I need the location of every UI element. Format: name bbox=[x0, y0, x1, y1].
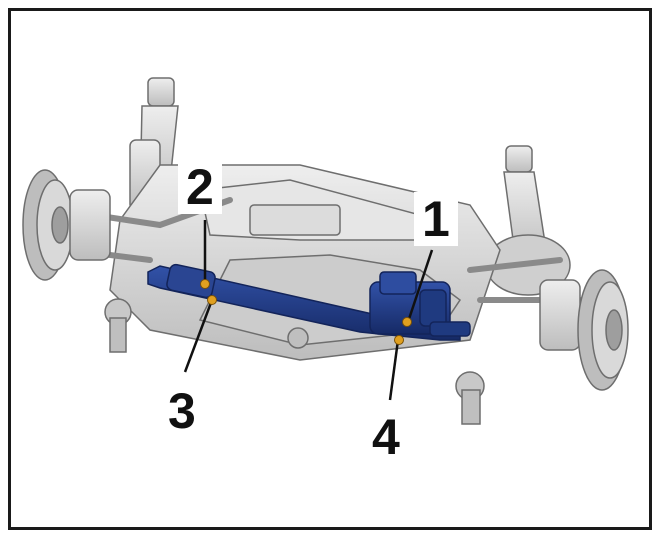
leader-lines bbox=[183, 220, 434, 401]
leader-line-4 bbox=[388, 339, 400, 401]
callout-label-4: 4 bbox=[372, 409, 400, 465]
leader-line-3 bbox=[183, 299, 214, 373]
callout-label-2: 2 bbox=[178, 160, 222, 214]
right-wheel-hub bbox=[539, 269, 629, 391]
callout-label-1: 1 bbox=[414, 192, 458, 246]
left-wheel-hub bbox=[22, 169, 111, 281]
callout-label-3: 3 bbox=[168, 383, 196, 439]
steering-rack bbox=[147, 263, 471, 341]
leader-line-1 bbox=[406, 249, 434, 323]
marker-4 bbox=[394, 335, 404, 345]
marker-2 bbox=[200, 279, 210, 289]
marker-3 bbox=[207, 295, 217, 305]
attachment-markers bbox=[200, 279, 412, 345]
marker-1 bbox=[402, 317, 412, 327]
right-strut bbox=[485, 145, 571, 296]
